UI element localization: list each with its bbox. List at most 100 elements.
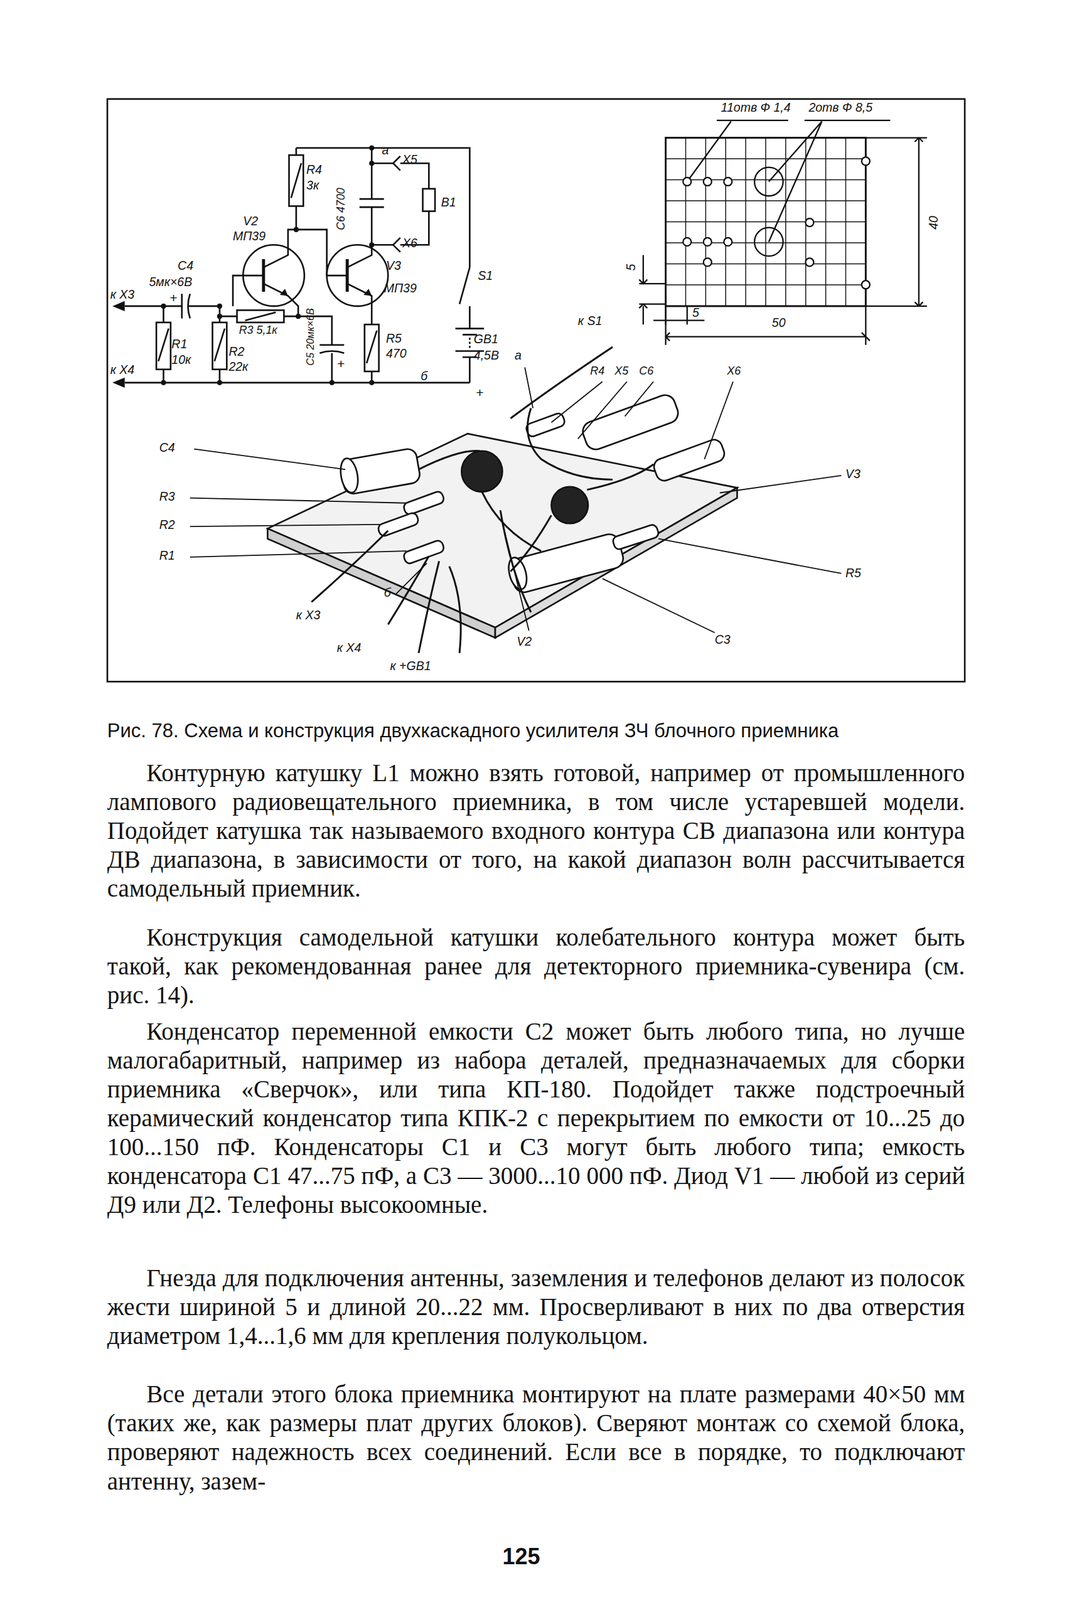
callout-label: V2	[516, 635, 532, 648]
schematic-mark	[369, 145, 375, 151]
board-hole	[682, 156, 870, 289]
assembly-wire	[510, 464, 654, 572]
board-drawing	[638, 255, 666, 326]
assembly-part	[377, 512, 420, 538]
schematic-wire	[296, 148, 470, 329]
figure-caption: Рис. 78. Схема и конструкция двухкаскадн…	[107, 719, 839, 743]
value-label: 470	[386, 347, 407, 360]
hole-note: 11отв Ф 1,4	[721, 101, 791, 114]
assembly-part	[611, 524, 660, 552]
type-label: МП39	[384, 281, 417, 295]
schematic-wire	[124, 382, 471, 385]
terminal-label: а	[381, 143, 389, 157]
assembly-part	[338, 456, 361, 494]
board-hole	[805, 257, 814, 267]
value-label: 4,5В	[473, 348, 499, 362]
leader-line	[396, 563, 427, 595]
assembly-wire	[418, 451, 542, 552]
terminal-label: к X3	[110, 288, 135, 301]
body-paragraph: Контурную катушку L1 можно взять готовой…	[107, 758, 966, 904]
polarity-mark: +	[337, 357, 345, 371]
schematic-wire	[182, 293, 191, 319]
schematic-wire	[242, 244, 305, 307]
schematic-wire	[263, 148, 297, 268]
assembly-wire	[387, 556, 429, 625]
terminal-label: а	[514, 348, 522, 362]
schematic-mark	[160, 303, 166, 309]
board-drawing	[865, 138, 928, 307]
assembly-part	[551, 487, 589, 525]
assembly-wire	[418, 561, 440, 653]
leader-line	[502, 475, 842, 633]
assembly-part	[402, 490, 446, 516]
part-label: R1	[171, 337, 188, 351]
figure-frame	[107, 99, 965, 683]
callout-label: R5	[845, 566, 862, 580]
board-hole	[682, 237, 692, 247]
value-label: 3к	[306, 178, 319, 192]
board-hole	[703, 237, 712, 247]
board-hole	[805, 218, 814, 227]
hole-note: 2отв Ф 8,5	[808, 101, 873, 114]
jack-label: X6	[402, 236, 418, 250]
leader-line	[190, 367, 842, 633]
schematic-wire	[359, 148, 394, 245]
terminal-label: б	[384, 586, 392, 599]
part-label: R5	[386, 332, 402, 345]
board-drawing	[754, 167, 784, 197]
callout-label: X5	[614, 365, 629, 378]
page-number: 125	[502, 1544, 540, 1571]
part-label: B1	[441, 195, 457, 209]
assembly-wire	[311, 530, 388, 603]
schematic-mark	[217, 313, 223, 319]
wire-label: к X4	[337, 641, 362, 655]
schematic-wire	[392, 156, 400, 253]
schematic-mark	[369, 380, 375, 386]
assembly-wire	[510, 347, 613, 419]
assembly-part	[338, 392, 727, 595]
callout-label: R3	[159, 490, 176, 503]
body-paragraph: Конструкция самодельной катушки колебате…	[107, 923, 966, 1010]
wire-label: к +GB1	[389, 659, 431, 673]
assembly-part	[402, 539, 446, 566]
dimension-label: 5	[624, 264, 638, 272]
board-hole	[703, 177, 712, 186]
callout-label: R4	[589, 365, 605, 378]
part-label: GB1	[473, 332, 499, 346]
polarity-mark: +	[475, 386, 484, 400]
dimension-label: 5	[692, 306, 700, 319]
body-paragraph: Конденсатор переменной емкости C2 может …	[107, 1017, 966, 1220]
board-drawing	[665, 138, 867, 307]
part-label: R2	[228, 345, 245, 358]
board-hole	[703, 257, 712, 267]
schematic-mark	[293, 227, 299, 233]
schematic-mark	[369, 160, 375, 166]
board-drawing	[754, 227, 784, 257]
part-label: V2	[242, 214, 258, 228]
board-hole	[861, 280, 870, 289]
schematic-mark	[112, 145, 375, 388]
assembly-wire	[311, 347, 654, 654]
assembly-part	[461, 451, 503, 493]
board-hole	[723, 177, 732, 186]
schematic-mark	[160, 380, 166, 386]
assembly-board	[495, 487, 737, 638]
callout-label: C6	[638, 365, 654, 378]
part-label: C4	[177, 259, 194, 272]
wire-label: к X3	[296, 608, 321, 622]
leader-line	[524, 367, 734, 459]
schematic-mark	[217, 303, 223, 309]
schematic-wire	[423, 188, 436, 212]
board-hole	[861, 156, 870, 166]
body-paragraph: Гнезда для подключения антенны, заземлен…	[107, 1264, 966, 1351]
terminal-label: б	[420, 369, 428, 383]
body-paragraph: Все детали этого блока приемника монтиру…	[107, 1380, 966, 1496]
part-label: C6 4700	[335, 188, 348, 231]
value-label: 5мк×6В	[149, 275, 193, 289]
schematic-mark	[295, 313, 301, 319]
schematic-wire	[158, 163, 377, 364]
part-label: S1	[477, 269, 493, 282]
schematic-wire	[319, 345, 344, 383]
part-label: R4	[306, 163, 322, 176]
callout-label: C3	[714, 633, 731, 646]
